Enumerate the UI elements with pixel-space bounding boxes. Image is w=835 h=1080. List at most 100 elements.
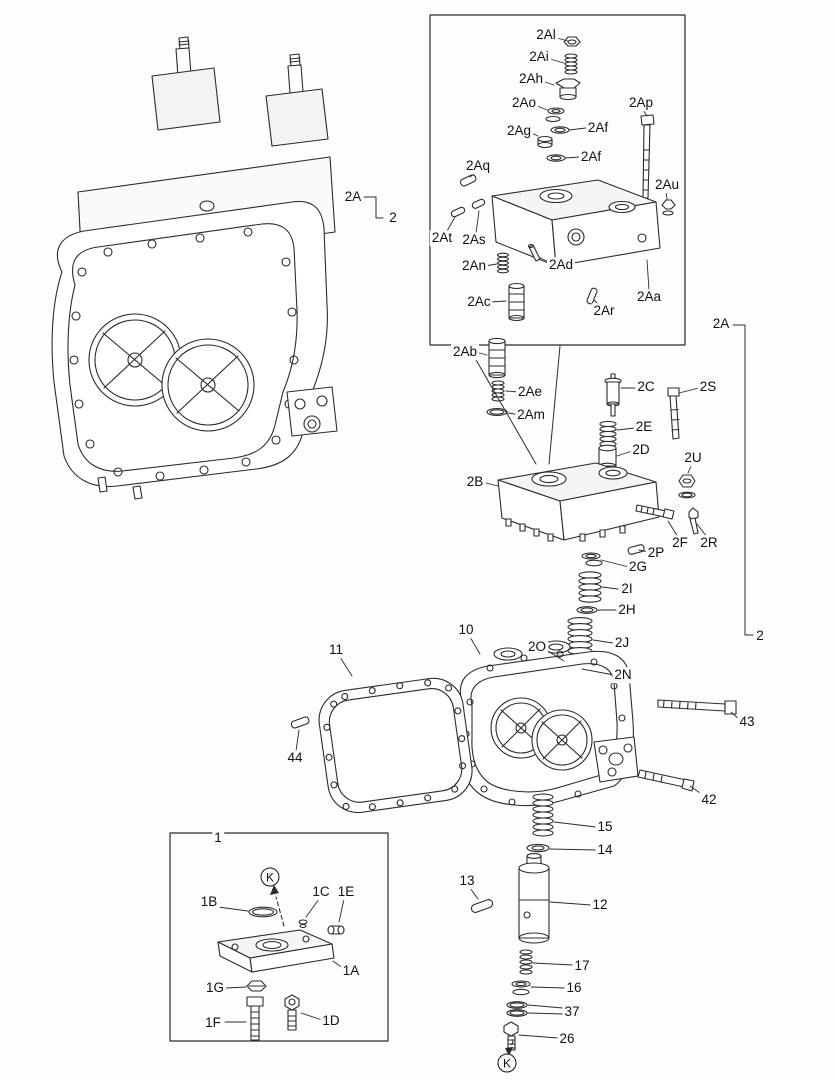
part-2Ao-washers xyxy=(545,107,565,123)
label-1C: 1C xyxy=(310,884,332,900)
label-2As: 2As xyxy=(460,232,488,248)
connector-k-circle-box1: K xyxy=(260,867,280,887)
part-2B-body xyxy=(497,462,660,542)
label-16: 16 xyxy=(564,980,584,996)
label-2P: 2P xyxy=(645,545,667,561)
part-2D-cylinder xyxy=(598,444,617,470)
label-2Ah: 2Ah xyxy=(516,71,546,87)
label-1F: 1F xyxy=(203,1015,223,1031)
part-14-washer xyxy=(526,843,550,853)
part-2U-nut xyxy=(678,474,696,499)
label-2H: 2H xyxy=(616,602,638,618)
part-2Aq-pin xyxy=(459,174,477,187)
part-2P-plug xyxy=(627,544,645,555)
label-1D: 1D xyxy=(320,1013,342,1029)
part-2Ae-spring xyxy=(491,380,505,402)
part-2Af-washer-2 xyxy=(546,154,566,162)
part-17-spring xyxy=(519,949,533,975)
part-2Ab-spool xyxy=(488,337,506,379)
label-10: 10 xyxy=(456,622,476,638)
assembly-arrow-bottom xyxy=(505,1040,514,1056)
label-2G: 2G xyxy=(626,559,650,575)
label-17: 17 xyxy=(572,958,592,974)
label-2Ae: 2Ae xyxy=(515,384,545,400)
plate-detail-callout-box xyxy=(169,832,389,1042)
pump-assembly-main xyxy=(51,36,338,500)
label-2Ar: 2Ar xyxy=(591,303,617,319)
part-12-cylinder xyxy=(518,853,550,944)
label-2Ag: 2Ag xyxy=(504,123,534,139)
part-1D-bolt xyxy=(284,994,300,1031)
label-2Aa: 2Aa xyxy=(634,289,664,305)
part-2Am-oring xyxy=(486,407,508,417)
part-2I-spring xyxy=(578,571,602,603)
leader-lines xyxy=(217,37,740,1039)
label-2J: 2J xyxy=(612,635,632,651)
label-44: 44 xyxy=(285,750,305,766)
part-2As-pin xyxy=(471,198,486,209)
label-2S: 2S xyxy=(697,379,719,395)
part-15-spring xyxy=(532,793,554,837)
label-2-right: 2 xyxy=(754,628,766,644)
label-26: 26 xyxy=(557,1031,577,1047)
label-15: 15 xyxy=(595,819,615,835)
label-2At: 2At xyxy=(429,230,455,246)
label-2An: 2An xyxy=(459,258,489,274)
part-1G-nut xyxy=(246,980,267,992)
part-2An-spring xyxy=(496,252,510,274)
label-2Af-1: 2Af xyxy=(585,120,611,136)
part-2Af-washer-1 xyxy=(550,126,570,134)
label-2E: 2E xyxy=(633,419,655,435)
label-2B: 2B xyxy=(464,474,486,490)
part-2G-washers xyxy=(581,552,603,567)
part-1F-bolt xyxy=(246,996,264,1041)
part-1A-plate xyxy=(217,929,335,973)
part-44-pin xyxy=(290,716,310,729)
part-2Ah-plug xyxy=(555,78,581,101)
label-2A-right: 2A xyxy=(710,316,732,332)
part-2Aa-valve-body xyxy=(491,179,661,267)
label-1A: 1A xyxy=(340,963,362,979)
part-42-bolt xyxy=(637,769,695,792)
part-2Al-nut xyxy=(563,36,581,47)
valve-assembly-2B xyxy=(497,373,699,672)
part-1B-oring xyxy=(248,906,278,918)
label-2Au: 2Au xyxy=(652,177,682,193)
part-2Ad-needle xyxy=(527,243,541,262)
label-2Ac: 2Ac xyxy=(465,294,493,310)
label-14: 14 xyxy=(595,842,615,858)
part-2Ac-spool xyxy=(508,282,525,322)
lower-hardware xyxy=(290,699,737,1051)
label-12: 12 xyxy=(590,897,610,913)
label-2Af-2: 2Af xyxy=(578,149,604,165)
part-2C-valve xyxy=(604,373,622,417)
part-2Ai-spring xyxy=(564,53,578,75)
label-2A-left: 2A xyxy=(342,189,364,205)
label-2O: 2O xyxy=(525,639,549,655)
part-2S-bolt xyxy=(667,387,680,440)
part-2Ag-cup xyxy=(537,135,553,149)
label-2Ap: 2Ap xyxy=(626,95,656,111)
label-2D: 2D xyxy=(630,442,652,458)
label-2C: 2C xyxy=(635,379,657,395)
label-2N: 2N xyxy=(612,667,634,683)
bracket-lines xyxy=(363,196,754,636)
gasket-11 xyxy=(318,677,473,814)
part-1C-washer xyxy=(298,919,308,929)
part-43-bolt xyxy=(657,699,737,715)
part-2At-pin xyxy=(450,206,466,218)
valve-detail-callout-box xyxy=(429,14,686,346)
connector-k-circle-bottom: K xyxy=(497,1053,517,1073)
label-2F: 2F xyxy=(670,535,690,551)
part-2J-spring xyxy=(567,617,593,655)
part-2R-bolt xyxy=(688,507,699,535)
valve-detail-parts xyxy=(450,36,676,417)
label-2Ai: 2Ai xyxy=(527,49,551,65)
label-1B: 1B xyxy=(198,894,220,910)
part-2Au-plug xyxy=(661,199,676,216)
part-13-pin xyxy=(470,899,494,913)
part-2Ar-pin xyxy=(586,287,598,305)
label-2-left: 2 xyxy=(387,210,399,226)
part-2E-spring xyxy=(599,420,617,448)
